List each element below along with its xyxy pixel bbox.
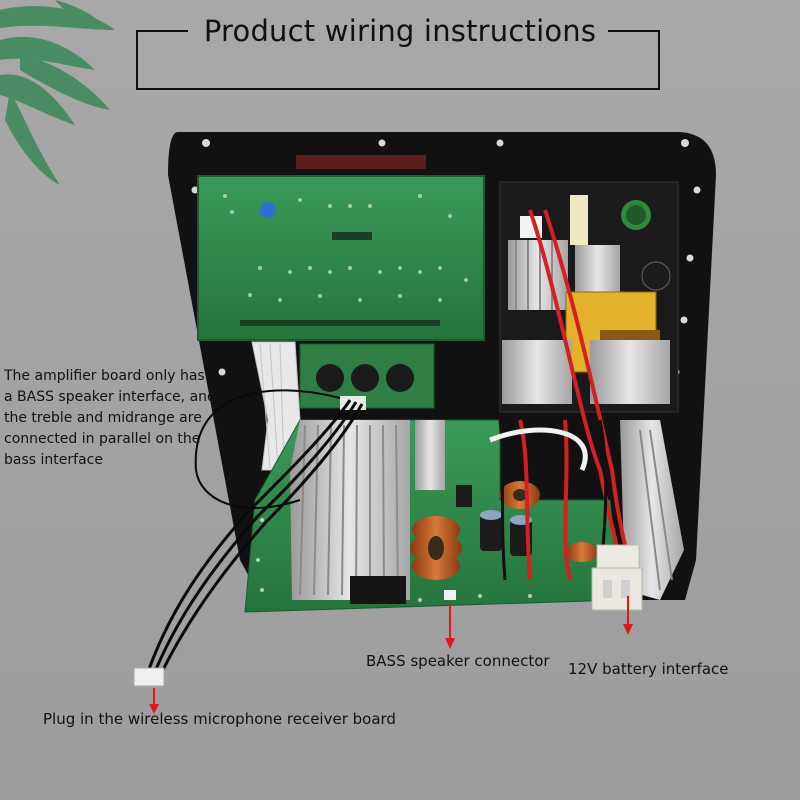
display-window: [296, 155, 426, 169]
inductors: [410, 481, 598, 580]
main-heatsink: [290, 420, 410, 604]
bass-connector-label: BASS speaker connector: [366, 652, 550, 670]
power-supply: [499, 181, 679, 413]
title-frame: [136, 30, 660, 90]
control-pcb: [197, 175, 485, 341]
palm-leaves: [0, 0, 115, 185]
page-title: Product wiring instructions: [203, 14, 597, 48]
mic-receiver-label: Plug in the wireless microphone receiver…: [43, 710, 396, 728]
bass-connector: [444, 590, 456, 600]
amplifier-note: The amplifier board only has a BASS spea…: [4, 368, 216, 468]
small-heatsink: [415, 420, 445, 490]
mic-cable: [146, 389, 364, 677]
battery-interface-label: 12V battery interface: [568, 660, 729, 678]
mic-plug: [133, 667, 165, 687]
annotation-arrows: [149, 596, 633, 714]
battery-plug: [591, 544, 643, 611]
